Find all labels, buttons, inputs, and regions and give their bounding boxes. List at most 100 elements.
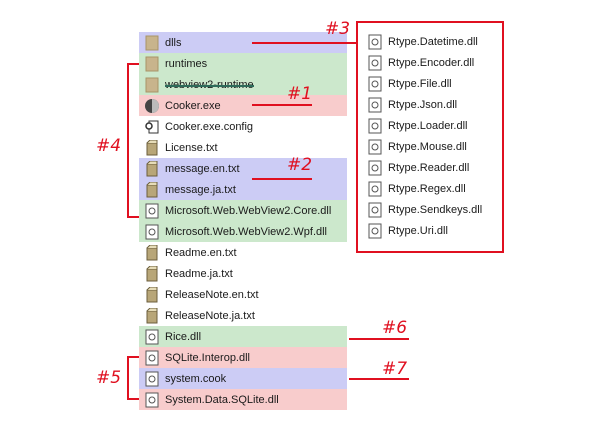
annotation-1: #1	[287, 84, 313, 104]
dll-item-label: Rtype.Json.dll	[388, 98, 458, 111]
dll-file-icon	[368, 181, 382, 196]
dll-item-label: Rtype.File.dll	[388, 77, 452, 90]
dll-file-icon	[368, 97, 382, 112]
file-label: Cooker.exe.config	[165, 120, 254, 133]
text-file-icon	[144, 181, 160, 198]
bracket-4-bottom	[127, 216, 139, 218]
folder-icon	[144, 77, 160, 93]
file-row-webview2-runtime[interactable]: webview2-runtime	[139, 74, 347, 95]
connector-line-1	[252, 104, 312, 106]
dll-item[interactable]: Rtype.Encoder.dll	[368, 52, 474, 73]
dll-item[interactable]: Rtype.Json.dll	[368, 94, 457, 115]
file-row-releasenote-en[interactable]: ReleaseNote.en.txt	[139, 284, 347, 305]
file-row-system-cook[interactable]: system.cook	[139, 368, 347, 389]
dll-file-icon	[368, 55, 382, 70]
file-label: system.cook	[165, 372, 227, 385]
dll-item-label: Rtype.Uri.dll	[388, 224, 448, 237]
annotation-4: #4	[96, 136, 122, 156]
dll-file-icon	[368, 139, 382, 154]
dlls-contents-box: Rtype.Datetime.dll Rtype.Encoder.dll Rty…	[356, 21, 504, 253]
bracket-5-top	[127, 356, 139, 358]
file-label: dlls	[165, 36, 182, 49]
dll-item[interactable]: Rtype.Sendkeys.dll	[368, 199, 482, 220]
file-row-sqlite-interop-dll[interactable]: SQLite.Interop.dll	[139, 347, 347, 368]
connector-line-2	[252, 178, 312, 180]
dll-item[interactable]: Rtype.Regex.dll	[368, 178, 466, 199]
dll-file-icon	[368, 160, 382, 175]
dll-item-label: Rtype.Datetime.dll	[388, 35, 478, 48]
annotation-6: #6	[382, 318, 408, 338]
file-label: Readme.ja.txt	[165, 267, 233, 280]
dll-item[interactable]: Rtype.Loader.dll	[368, 115, 468, 136]
connector-line-6	[349, 338, 409, 340]
bracket-4	[127, 63, 129, 218]
file-label: message.en.txt	[165, 162, 240, 175]
dll-file-icon	[144, 350, 160, 366]
dll-file-icon	[144, 371, 160, 387]
file-label: SQLite.Interop.dll	[165, 351, 250, 364]
file-row-system-data-sqlite-dll[interactable]: System.Data.SQLite.dll	[139, 389, 347, 410]
dll-file-icon	[368, 76, 382, 91]
file-row-license[interactable]: License.txt	[139, 137, 347, 158]
dll-item-label: Rtype.Regex.dll	[388, 182, 466, 195]
annotation-5: #5	[96, 368, 122, 388]
dll-item-label: Rtype.Sendkeys.dll	[388, 203, 483, 216]
file-row-webview2-wpf-dll[interactable]: Microsoft.Web.WebView2.Wpf.dll	[139, 221, 347, 242]
file-label: ReleaseNote.ja.txt	[165, 309, 255, 322]
bracket-4-top	[127, 63, 139, 65]
bracket-5	[127, 356, 129, 400]
file-label: message.ja.txt	[165, 183, 236, 196]
dll-file-icon	[144, 329, 160, 345]
text-file-icon	[144, 307, 160, 324]
file-row-message-en[interactable]: message.en.txt	[139, 158, 347, 179]
file-label: System.Data.SQLite.dll	[165, 393, 279, 406]
file-row-dlls[interactable]: dlls	[139, 32, 347, 53]
annotation-3: #3	[325, 19, 351, 39]
dll-item-label: Rtype.Reader.dll	[388, 161, 470, 174]
file-row-message-ja[interactable]: message.ja.txt	[139, 179, 347, 200]
file-row-webview2-core-dll[interactable]: Microsoft.Web.WebView2.Core.dll	[139, 200, 347, 221]
dll-file-icon	[368, 118, 382, 133]
dll-file-icon	[144, 203, 160, 219]
file-row-readme-ja[interactable]: Readme.ja.txt	[139, 263, 347, 284]
file-label: Microsoft.Web.WebView2.Core.dll	[165, 204, 332, 217]
dll-item[interactable]: Rtype.Reader.dll	[368, 157, 469, 178]
dll-item[interactable]: Rtype.Datetime.dll	[368, 31, 478, 52]
file-label: Readme.en.txt	[165, 246, 237, 259]
connector-line-3	[252, 42, 356, 44]
folder-icon	[144, 56, 160, 72]
config-file-icon	[144, 119, 160, 135]
file-label: Rice.dll	[165, 330, 202, 343]
file-row-cooker-exe-config[interactable]: Cooker.exe.config	[139, 116, 347, 137]
dll-file-icon	[144, 224, 160, 240]
connector-line-7	[349, 378, 409, 380]
file-row-readme-en[interactable]: Readme.en.txt	[139, 242, 347, 263]
file-row-cooker-exe[interactable]: Cooker.exe	[139, 95, 347, 116]
file-label: Microsoft.Web.WebView2.Wpf.dll	[165, 225, 328, 238]
dll-file-icon	[144, 392, 160, 408]
dll-file-icon	[368, 202, 382, 217]
dll-item-label: Rtype.Mouse.dll	[388, 140, 467, 153]
file-label: Cooker.exe	[165, 99, 221, 112]
dll-item-label: Rtype.Encoder.dll	[388, 56, 475, 69]
annotation-2: #2	[287, 155, 313, 175]
dll-file-icon	[368, 34, 382, 49]
file-label: runtimes	[165, 57, 208, 70]
file-label-struck: webview2-runtime	[165, 78, 254, 91]
dll-item[interactable]: Rtype.File.dll	[368, 73, 452, 94]
annotation-7: #7	[382, 359, 408, 379]
dll-item[interactable]: Rtype.Uri.dll	[368, 220, 448, 241]
file-label: License.txt	[165, 141, 218, 154]
file-row-runtimes[interactable]: runtimes	[139, 53, 347, 74]
text-file-icon	[144, 286, 160, 303]
text-file-icon	[144, 244, 160, 261]
file-row-rice-dll[interactable]: Rice.dll	[139, 326, 347, 347]
text-file-icon	[144, 265, 160, 282]
file-row-releasenote-ja[interactable]: ReleaseNote.ja.txt	[139, 305, 347, 326]
dll-file-icon	[368, 223, 382, 238]
dll-item[interactable]: Rtype.Mouse.dll	[368, 136, 467, 157]
text-file-icon	[144, 139, 160, 156]
dll-item-label: Rtype.Loader.dll	[388, 119, 468, 132]
file-label: ReleaseNote.en.txt	[165, 288, 259, 301]
app-icon	[144, 98, 160, 114]
